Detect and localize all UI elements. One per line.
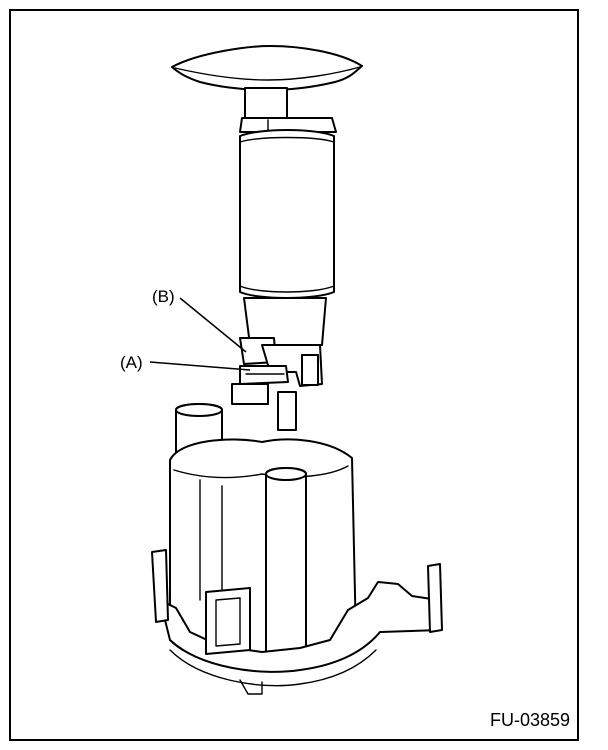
callout-a-label: (A): [120, 353, 143, 372]
callout-b-leader: [179, 297, 247, 353]
fuel-pump-motor: [239, 129, 335, 346]
pump-connector: [239, 337, 323, 387]
figure-frame: [9, 9, 579, 741]
callout-b-label: (B): [152, 287, 175, 306]
fuel-tube: [231, 383, 297, 431]
callout-a-leader: [149, 361, 251, 371]
pump-neck: [239, 87, 337, 133]
figure-code: FU-03859: [490, 710, 570, 730]
reservoir-cup: [151, 403, 443, 695]
top-filter-disc: [171, 45, 363, 91]
